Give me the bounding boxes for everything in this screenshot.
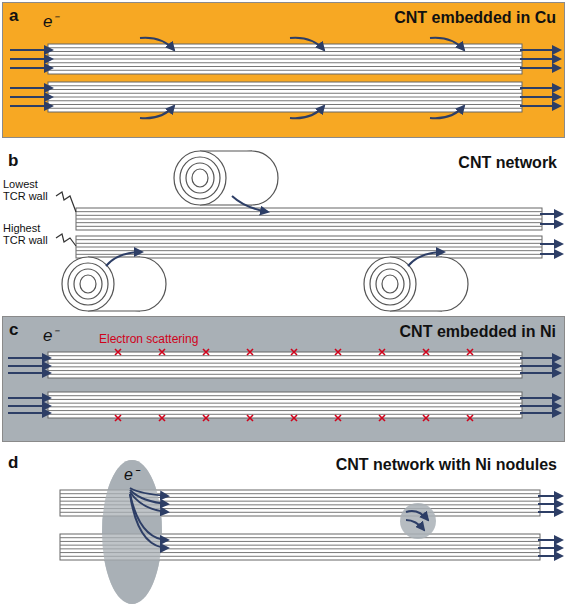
scattering-mark	[203, 349, 209, 355]
cnt-bundle	[48, 392, 522, 418]
cnt-bundle	[76, 236, 542, 258]
cnt-bundle	[76, 208, 542, 230]
wall-label: Lowest TCR wall	[3, 178, 59, 202]
cnt-wall	[48, 108, 522, 109]
cnt-wall	[48, 366, 522, 367]
scattering-mark	[291, 349, 297, 355]
cnt-wall	[76, 243, 542, 244]
scattering-mark	[115, 349, 121, 355]
electron-symbol: e⁻	[43, 13, 58, 32]
scattering-mark	[335, 349, 341, 355]
cnt-wall	[48, 355, 522, 356]
cnt-wall	[76, 222, 542, 223]
cnt-wall	[48, 403, 522, 404]
cnt-wall	[48, 97, 522, 98]
scattering-mark	[423, 415, 429, 421]
scattering-mark	[203, 415, 209, 421]
cnt-wall	[48, 66, 522, 67]
electron-symbol: e⁻	[43, 327, 58, 346]
cnt-bundle	[48, 44, 522, 74]
cnt-wall	[48, 85, 522, 86]
panel-letter: a	[9, 7, 18, 26]
cnt-bundle	[48, 82, 522, 112]
scattering-mark	[115, 415, 121, 421]
cnt-wall	[48, 55, 522, 56]
scattering-mark	[467, 415, 473, 421]
scattering-mark	[291, 415, 297, 421]
cnt-wall	[76, 215, 542, 216]
scattering-mark	[379, 349, 385, 355]
cnt-wall	[48, 414, 522, 415]
scattering-mark	[159, 415, 165, 421]
cnt-cross-section	[174, 151, 278, 205]
cnt-bundle	[48, 352, 522, 378]
cnt-wall	[48, 47, 522, 48]
cnt-cross-section	[62, 257, 166, 311]
cnt-wall	[76, 226, 542, 227]
panel-letter: d	[8, 454, 18, 473]
cnt-wall	[48, 410, 522, 411]
cnt-wall	[48, 51, 522, 52]
cnt-wall	[48, 363, 522, 364]
cnt-wall	[48, 104, 522, 105]
wall-label: Highest TCR wall	[3, 222, 59, 246]
matrix-panel: c CNT embedded in Ni e⁻ Electron scattering	[2, 316, 565, 442]
cnt-wall	[48, 59, 522, 60]
tcr-zigzag	[56, 192, 76, 246]
cnt-wall	[48, 399, 522, 400]
scattering-marks	[115, 349, 473, 421]
panel-letter: c	[9, 321, 18, 340]
scattering-mark	[247, 349, 253, 355]
note-label: Electron scattering	[99, 333, 198, 346]
cnt-wall	[48, 70, 522, 71]
electron-arrows	[8, 38, 562, 556]
cnt-wall	[48, 89, 522, 90]
panel-title: CNT embedded in Ni	[400, 323, 556, 341]
scattering-mark	[379, 415, 385, 421]
cnt-wall	[76, 239, 542, 240]
panel-title: CNT network with Ni nodules	[336, 456, 557, 474]
cnt-wall	[76, 219, 542, 220]
panel-title: CNT network	[458, 154, 557, 172]
cnt-wall	[76, 247, 542, 248]
cnt-wall	[48, 395, 522, 396]
ni-nodule	[102, 460, 162, 604]
cnt-wall	[48, 93, 522, 94]
cnt-wall	[48, 374, 522, 375]
cnt-wall	[48, 62, 522, 63]
ni-nodule	[400, 503, 436, 539]
cnt-wall	[76, 211, 542, 212]
scattering-mark	[247, 415, 253, 421]
ni-nodule	[102, 460, 162, 604]
cnt-wall	[48, 100, 522, 101]
cnt-wall	[48, 359, 522, 360]
panel-letter: b	[8, 152, 18, 171]
scattering-mark	[467, 349, 473, 355]
scattering-mark	[423, 349, 429, 355]
cnt-wall	[48, 370, 522, 371]
electron-symbol: e⁻	[124, 466, 138, 484]
cnt-cross-section	[364, 257, 468, 311]
cnt-wall	[48, 406, 522, 407]
scattering-mark	[159, 349, 165, 355]
cnt-wall	[76, 250, 542, 251]
cnt-wall	[76, 254, 542, 255]
panel-title: CNT embedded in Cu	[394, 9, 556, 27]
scattering-mark	[335, 415, 341, 421]
